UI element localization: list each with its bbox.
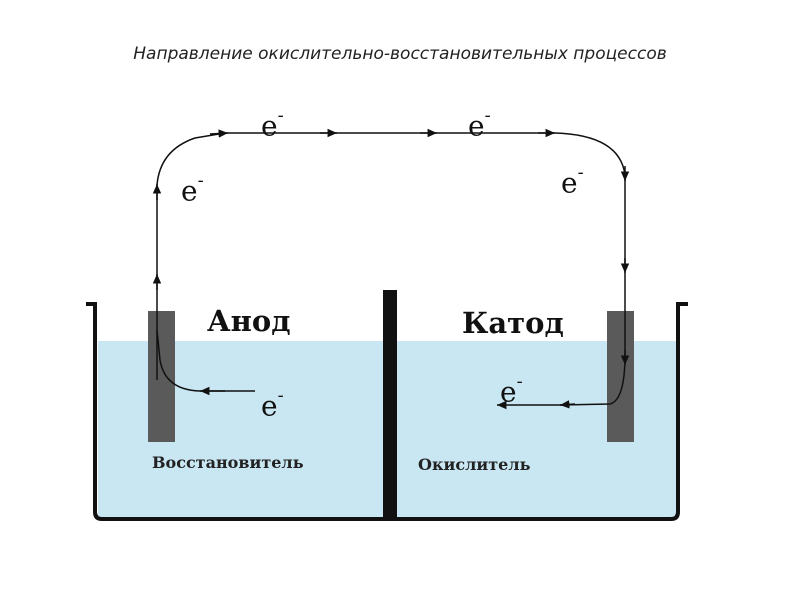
anode-electron-flow xyxy=(156,329,255,392)
cathode-electron-flow-arrow xyxy=(559,400,576,409)
membrane xyxy=(383,290,397,519)
anode-solution-label: Восстановитель xyxy=(152,453,304,472)
diagram-title: Направление окислительно-восстановительн… xyxy=(133,44,667,64)
electron-label-top-left: e- xyxy=(261,105,284,143)
arrow-top-1 xyxy=(209,129,229,138)
cathode-electrode xyxy=(607,311,634,442)
electron-label-left-wire: e- xyxy=(181,170,204,208)
external-circuit-wire xyxy=(156,132,626,406)
anode-electrode xyxy=(148,311,175,442)
cathode-label: Катод xyxy=(462,306,564,340)
electron-label-top-right: e- xyxy=(468,105,491,143)
anode-label: Анод xyxy=(207,304,291,338)
electron-label-cathode: e- xyxy=(500,371,523,409)
electron-label-right-wire: e- xyxy=(561,162,584,200)
cathode-solution-label: Окислитель xyxy=(418,455,531,474)
electron-label-anode: e- xyxy=(261,385,284,423)
